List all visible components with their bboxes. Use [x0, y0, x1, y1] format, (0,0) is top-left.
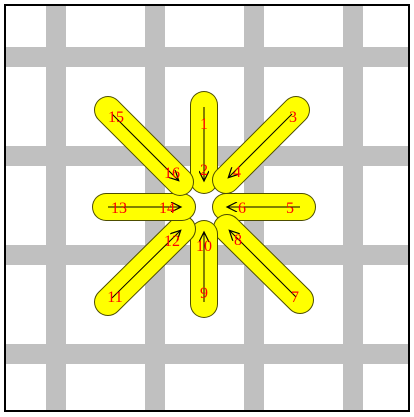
- horizontal-thread: [5, 344, 409, 364]
- petal-end-number: 4: [233, 164, 241, 181]
- horizontal-thread: [5, 47, 409, 67]
- petal-end-number: 16: [164, 165, 180, 182]
- petal-start-number: 5: [286, 200, 294, 217]
- petal-start-number: 11: [107, 289, 122, 306]
- petal-start-number: 7: [291, 289, 299, 306]
- petal-end-number: 6: [238, 200, 246, 217]
- petal-top: 1 2: [200, 105, 208, 180]
- petal-start-number: 9: [200, 285, 208, 302]
- petal-bottom: 9 10: [196, 233, 212, 304]
- petal-end-number: 12: [164, 233, 180, 250]
- petal-start-number: 15: [108, 109, 124, 126]
- petal-start-number: 1: [200, 116, 208, 133]
- petal-start-number: 13: [111, 200, 127, 217]
- petal-end-number: 10: [196, 238, 212, 255]
- petal-left: 13 14: [106, 200, 182, 217]
- petal-right: 5 6: [226, 200, 302, 217]
- petal-start-number: 3: [289, 109, 297, 126]
- petal-end-number: 8: [234, 232, 242, 249]
- petal-end-number: 14: [159, 200, 175, 217]
- petal-end-number: 2: [200, 162, 208, 179]
